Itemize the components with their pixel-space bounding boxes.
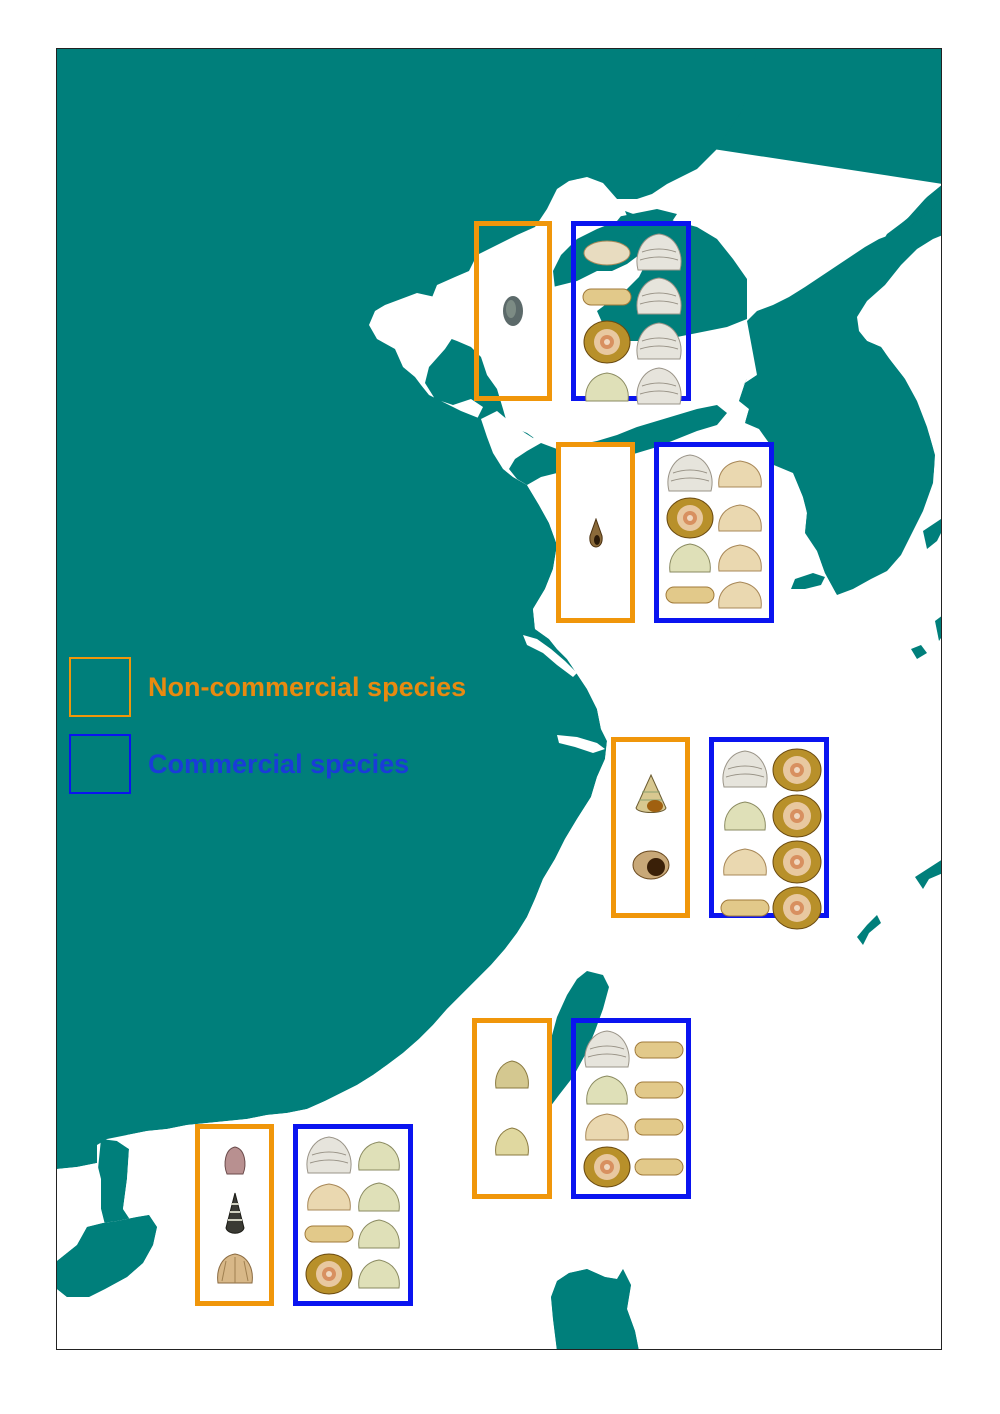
white-clam-icon	[634, 232, 684, 274]
region-yellowsea-noncommercial-box	[556, 442, 635, 623]
region-eastchina-commercial-box	[709, 737, 829, 930]
yellow-clam-icon	[494, 1127, 530, 1157]
sundial-snail-icon	[582, 320, 632, 364]
legend-swatch-noncommercial	[69, 657, 131, 717]
striped-clam-icon	[356, 1253, 402, 1295]
region-taiwan-commercial-box	[571, 1018, 691, 1199]
korea-peninsula	[739, 200, 941, 595]
region-eastchina-shells	[720, 748, 822, 930]
white-clam-icon	[582, 1029, 632, 1071]
striped-clam-icon	[582, 366, 632, 408]
region-yellowsea-commercial-box	[654, 442, 774, 623]
leizhou-peninsula	[97, 1139, 151, 1245]
moon-snail-icon	[632, 849, 670, 881]
liaodong-peninsula	[597, 211, 747, 341]
map-frame	[56, 48, 942, 1350]
legend-swatch-commercial	[69, 734, 131, 794]
razor-clam-long-icon	[634, 1029, 684, 1071]
auger-snail-icon	[224, 1192, 246, 1236]
region-taiwan-noncommercial-box	[472, 1018, 552, 1199]
tan-clam-icon	[582, 1110, 632, 1145]
razor-clam-long-icon	[665, 578, 715, 613]
sundial-snail-icon	[304, 1253, 354, 1295]
yangtze-estuary	[523, 635, 577, 677]
ribbed-cockle-icon	[216, 1252, 254, 1285]
tan-clam-icon	[304, 1179, 354, 1214]
region-eastchina-noncommercial-box	[611, 737, 690, 918]
striped-clam-icon	[356, 1179, 402, 1214]
top-snail-icon	[634, 774, 668, 816]
striped-clam-icon	[356, 1216, 402, 1251]
white-clam-icon	[634, 276, 684, 318]
razor-clam-long-icon	[720, 886, 770, 930]
tan-clam-icon	[717, 453, 763, 495]
pink-cockle-icon	[223, 1145, 247, 1176]
legend-label-commercial: Commercial species	[148, 748, 410, 779]
white-clam-icon	[665, 453, 715, 495]
striped-clam-icon	[582, 1073, 632, 1108]
tan-clam-icon	[717, 541, 763, 576]
yellow-clam-icon	[494, 1060, 530, 1090]
region-southchina-noncommercial-box	[195, 1124, 274, 1306]
region-bohai-shells	[582, 232, 682, 405]
hangzhou-bay	[557, 735, 605, 753]
tan-clam-icon	[720, 840, 770, 884]
region-taiwan-shells	[582, 1029, 684, 1188]
razor-clam-long-icon	[634, 1073, 684, 1108]
region-bohai-noncommercial-box	[474, 221, 552, 401]
striped-clam-icon	[356, 1135, 402, 1177]
region-yellowsea-shells	[665, 453, 763, 612]
tan-clam-icon	[717, 497, 763, 539]
china-mainland	[57, 49, 757, 1169]
region-southchina-shells	[304, 1135, 402, 1295]
white-clam-icon	[634, 366, 684, 408]
sundial-snail-icon	[665, 497, 715, 539]
white-clam-icon	[304, 1135, 354, 1177]
white-clam-icon	[634, 320, 684, 364]
sundial-snail-icon	[772, 748, 822, 792]
razor-clam-long-icon	[634, 1110, 684, 1145]
mussel-shell-icon	[501, 294, 525, 328]
razor-clam-long-icon	[634, 1146, 684, 1188]
tan-clam-icon	[717, 578, 763, 613]
sundial-snail-icon	[772, 886, 822, 930]
legend-item-commercial: Commercial species	[69, 734, 409, 794]
razor-clam-long-icon	[304, 1216, 354, 1251]
region-southchina-commercial-box	[293, 1124, 413, 1306]
striped-clam-icon	[720, 794, 770, 838]
sundial-snail-icon	[772, 794, 822, 838]
region-bohai-commercial-box	[571, 221, 691, 405]
razor-clam-oval-icon	[582, 232, 632, 274]
nassa-snail-icon	[588, 517, 604, 548]
legend-label-noncommercial: Non-commercial species	[148, 671, 467, 702]
sundial-snail-icon	[582, 1146, 632, 1188]
striped-clam-icon	[665, 541, 715, 576]
legend-item-noncommercial: Non-commercial species	[69, 657, 466, 717]
sundial-snail-icon	[772, 840, 822, 884]
razor-clam-long-icon	[582, 276, 632, 318]
white-clam-icon	[720, 748, 770, 792]
